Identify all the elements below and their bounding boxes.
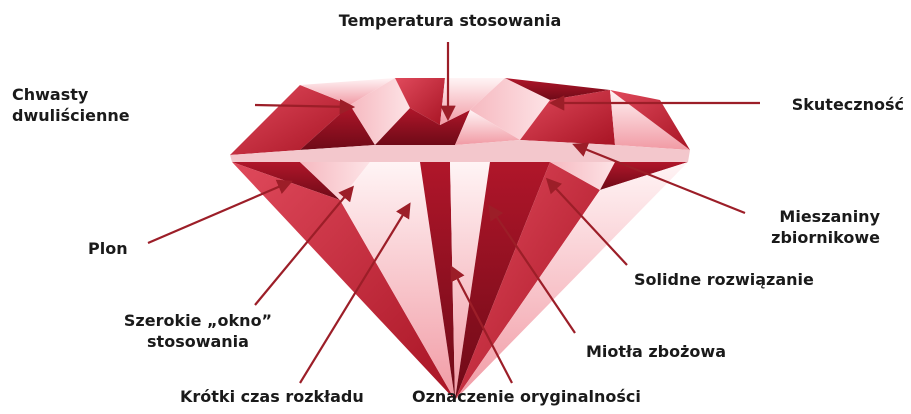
label-text: Krótki czas rozkładu [180, 386, 364, 407]
label-text: Chwasty [12, 84, 130, 105]
arrow-plon [148, 182, 290, 243]
label-oznaczenie: Oznaczenie oryginalności [412, 386, 641, 407]
label-text: Plon [88, 238, 128, 259]
label-chwasty: Chwasty dwuliścienne [12, 84, 130, 126]
label-text: zbiornikowe [720, 227, 880, 248]
label-text: Solidne rozwiązanie [634, 269, 814, 290]
label-miotla: Miotła zbożowa [586, 341, 726, 362]
label-text: Szerokie „okno” [100, 310, 296, 331]
label-szerokie: Szerokie „okno” stosowania [100, 310, 296, 352]
label-text: Skuteczność [760, 94, 904, 115]
label-text: Mieszaniny [720, 206, 880, 227]
label-text: Miotła zbożowa [586, 341, 726, 362]
label-text: Oznaczenie oryginalności [412, 386, 641, 407]
label-text: stosowania [100, 331, 296, 352]
label-temperatura: Temperatura stosowania [330, 10, 570, 31]
label-text: Temperatura stosowania [330, 10, 570, 31]
label-skutecznosc: Skuteczność [760, 94, 904, 115]
label-plon: Plon [88, 238, 128, 259]
label-solidne: Solidne rozwiązanie [634, 269, 814, 290]
label-krotki: Krótki czas rozkładu [180, 386, 364, 407]
label-text: dwuliścienne [12, 105, 130, 126]
label-mieszaniny: Mieszaniny zbiornikowe [720, 206, 880, 248]
